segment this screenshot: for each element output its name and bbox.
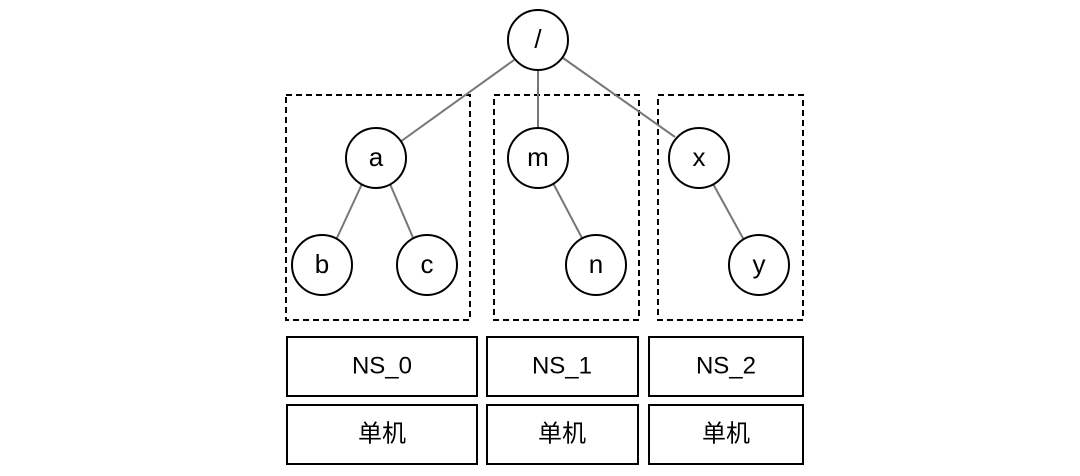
namespace-box-1 <box>493 94 640 321</box>
namespace-mode-cell-0: 单机 <box>286 404 478 465</box>
tree-node-root: / <box>507 9 569 71</box>
namespace-mode-cell-2: 单机 <box>648 404 804 465</box>
edge-m-n <box>552 182 583 239</box>
namespace-name-0: NS_0 <box>352 352 412 379</box>
edge-root-x <box>562 57 676 138</box>
tree-node-m-label: m <box>527 142 549 172</box>
tree-node-x-label: x <box>693 142 706 172</box>
tree-node-x: x <box>668 127 730 189</box>
namespace-name-cell-2: NS_2 <box>648 336 804 397</box>
namespace-box-2 <box>657 94 804 321</box>
tree-node-b: b <box>291 234 353 296</box>
tree-node-c-label: c <box>421 249 434 279</box>
tree-node-m: m <box>507 127 569 189</box>
tree-node-root-label: / <box>534 24 542 54</box>
namespace-mode-cell-1: 单机 <box>486 404 639 465</box>
namespace-mode-0: 单机 <box>358 420 406 447</box>
edge-a-b <box>335 183 363 241</box>
edge-root-a <box>399 59 515 143</box>
edge-a-c <box>389 183 415 241</box>
edge-x-y <box>711 181 745 241</box>
namespace-name-cell-0: NS_0 <box>286 336 478 397</box>
tree-node-c: c <box>396 234 458 296</box>
namespace-name-2: NS_2 <box>696 352 756 379</box>
namespace-mode-2: 单机 <box>702 420 750 447</box>
tree-node-n-label: n <box>589 249 603 279</box>
tree-node-a-label: a <box>369 142 384 172</box>
tree-node-y: y <box>728 234 790 296</box>
tree-node-y-label: y <box>753 249 766 279</box>
tree-node-b-label: b <box>315 249 329 279</box>
namespace-name-1: NS_1 <box>532 352 592 379</box>
tree-node-a: a <box>345 127 407 189</box>
namespace-box-0 <box>285 94 471 321</box>
tree-node-n: n <box>565 234 627 296</box>
namespace-mode-1: 单机 <box>538 420 586 447</box>
namespace-name-cell-1: NS_1 <box>486 336 639 397</box>
